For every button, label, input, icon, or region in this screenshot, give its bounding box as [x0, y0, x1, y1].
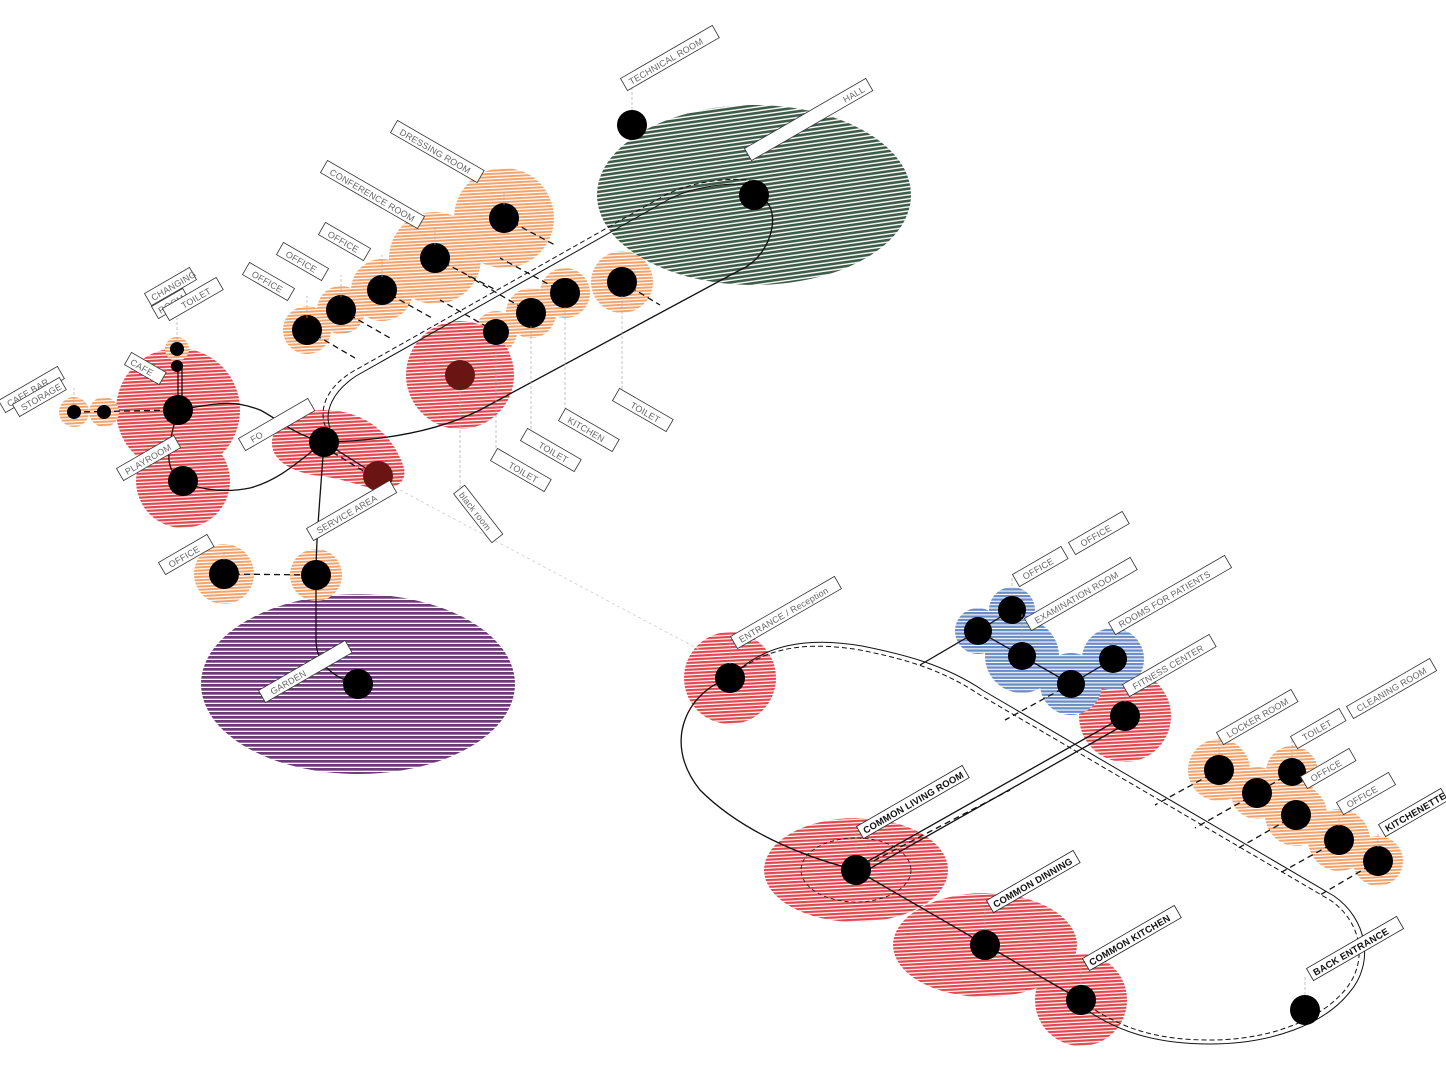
label-technical-room: TECHNICAL ROOM: [619, 24, 720, 92]
svg-text:ROOMS FOR PATIENTS: ROOMS FOR PATIENTS: [1117, 569, 1212, 630]
svg-text:ENTRANCE / Reception: ENTRANCE / Reception: [737, 585, 830, 644]
svg-text:DRESSING ROOM: DRESSING ROOM: [398, 127, 472, 176]
label-conference-room: CONFERENCE ROOM: [319, 159, 426, 230]
label-toilet: TOILET: [1289, 707, 1347, 750]
label-back-entrance: BACK ENTRANCE: [1305, 915, 1405, 982]
label-foyer: FO: [237, 397, 316, 452]
svg-text:EXAMINATION ROOM: EXAMINATION ROOM: [1033, 570, 1120, 626]
label-office-2: OFFICE: [275, 241, 330, 282]
svg-text:SERVICE AREA: SERVICE AREA: [315, 493, 379, 536]
label-cleaning-room: CLEANING ROOM: [1345, 657, 1438, 720]
label-kitchen: KITCHEN: [557, 407, 620, 453]
label-locker-room: LOCKER ROOM: [1215, 688, 1299, 746]
svg-text:LOCKER ROOM: LOCKER ROOM: [1225, 696, 1290, 740]
svg-text:KITCHENETTE: KITCHENETTE: [1383, 791, 1446, 835]
leaders: [73, 71, 1379, 995]
svg-text:CLEANING ROOM: CLEANING ROOM: [1355, 666, 1429, 714]
label-office-a: OFFICE: [1011, 545, 1069, 588]
label-common-living-room: COMMON LIVING ROOM: [855, 764, 970, 840]
label-office-d: OFFICE: [1335, 771, 1397, 816]
label-office-3: OFFICE: [241, 261, 296, 302]
label-kitchenette: KITCHENETTE: [1377, 787, 1446, 838]
label-office-b: OFFICE: [1067, 510, 1130, 556]
svg-text:TECHNICAL ROOM: TECHNICAL ROOM: [627, 36, 705, 87]
upper-cluster: [59, 105, 911, 774]
label-office-1: OFFICE: [317, 221, 372, 262]
label-entrance: ENTRANCE / Reception: [729, 575, 842, 650]
svg-text:COMMON KITCHEN: COMMON KITCHEN: [1087, 913, 1172, 969]
nodes: [67, 110, 1393, 1025]
label-toilet-a: TOILET: [489, 447, 552, 493]
label-toilet-c: TOILET: [611, 387, 674, 433]
label-dressing-room: DRESSING ROOM: [389, 119, 485, 184]
label-black-room: black room: [453, 484, 504, 544]
upper-connections: [73, 178, 774, 685]
label-toilet-b: TOILET: [519, 427, 582, 473]
svg-text:BACK ENTRANCE: BACK ENTRANCE: [1311, 926, 1391, 978]
svg-text:CONFERENCE ROOM: CONFERENCE ROOM: [328, 167, 417, 224]
label-common-kitchen: COMMON KITCHEN: [1081, 904, 1182, 972]
label-hall: HALL: [743, 77, 874, 162]
svg-text:COMMON LIVING ROOM: COMMON LIVING ROOM: [861, 770, 966, 837]
svg-text:black room: black room: [457, 490, 493, 532]
